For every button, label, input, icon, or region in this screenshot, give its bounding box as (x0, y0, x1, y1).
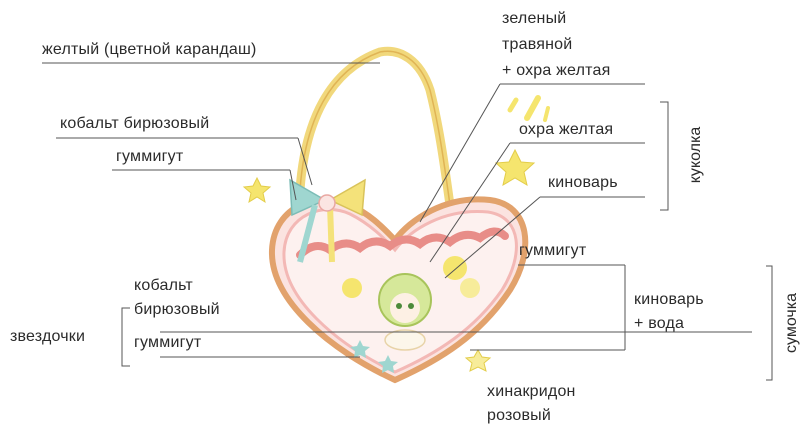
label-cinnabar-top: киноварь (548, 173, 618, 193)
label-quinacridone-line2: розовый (487, 406, 551, 426)
label-gamboge-top: гуммигут (116, 147, 183, 167)
label-green-grass-line2: травяной (502, 35, 572, 55)
label-cobalt-turquoise-bottom-line2: бирюзовый (134, 300, 220, 320)
label-cobalt-turquoise-top: кобальт бирюзовый (60, 114, 209, 134)
label-green-grass-line1: зеленый (502, 9, 566, 29)
label-doll-group: куколка (686, 115, 706, 195)
label-cinnabar-water-line1: киноварь (634, 290, 704, 310)
label-green-grass-line3: + охра желтая (502, 61, 610, 81)
label-gamboge-mid: гуммигут (519, 241, 586, 261)
label-quinacridone-line1: хинакридон (487, 382, 576, 402)
bag-strap (300, 51, 450, 205)
label-gamboge-bottom: гуммигут (134, 333, 201, 353)
label-cobalt-turquoise-bottom-line1: кобальт (134, 276, 193, 296)
label-bag-group: сумочка (782, 283, 802, 363)
star-icon (244, 178, 270, 202)
label-stars-group: звездочки (10, 327, 85, 347)
star-icon (466, 350, 490, 371)
label-yellow-pencil: желтый (цветной карандаш) (42, 40, 257, 60)
label-cinnabar-water-line2: + вода (634, 314, 684, 334)
label-ochre-yellow: охра желтая (519, 120, 613, 140)
